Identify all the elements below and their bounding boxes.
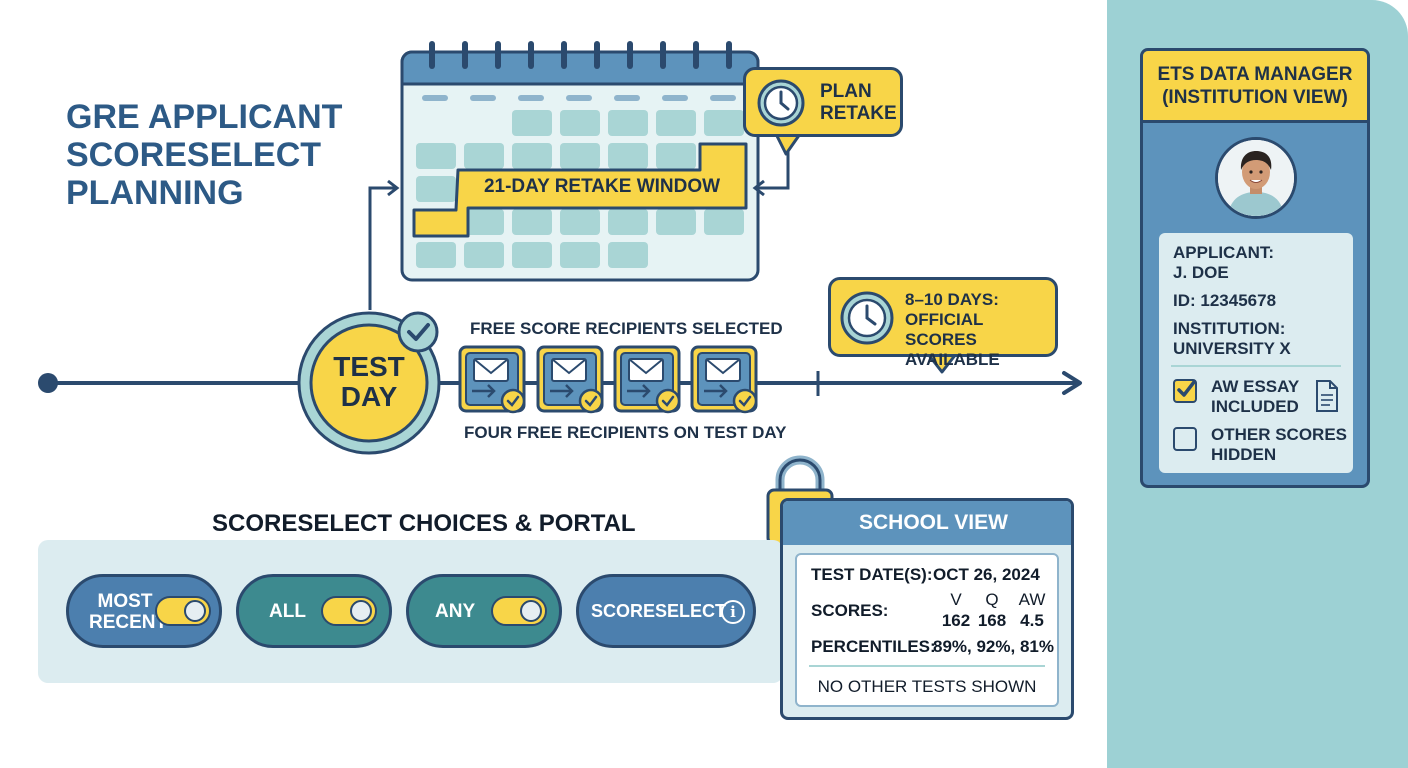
retake-arrowhead (752, 179, 765, 197)
option-scoreselect[interactable]: SCORESELECT i (576, 574, 756, 648)
option-most-recent-line-1: MOST (97, 591, 153, 612)
retake-connector (756, 150, 790, 190)
toggle-knob (184, 600, 206, 622)
percentiles-label: PERCENTILES: (811, 637, 936, 656)
ets-data-manager-card: ETS DATA MANAGER (INSTITUTION VIEW) APPL… (1140, 48, 1370, 488)
title-line-2: SCORESELECT (66, 136, 322, 174)
plan-callout-line-2: RETAKE (820, 103, 897, 124)
timeline-start-dot (38, 373, 58, 393)
plan-callout-tail (774, 132, 802, 156)
school-view-header: SCHOOL VIEW (783, 501, 1071, 545)
document-icon (1316, 380, 1338, 412)
aw-essay-line-2: INCLUDED (1211, 397, 1299, 416)
retake-window-label: 21-DAY RETAKE WINDOW (483, 176, 721, 197)
school-view-card: SCHOOL VIEW TEST DATE(S): OCT 26, 2024 S… (780, 498, 1074, 720)
toggle-knob (520, 600, 542, 622)
ets-header-line-1: ETS DATA MANAGER (1157, 64, 1353, 85)
test-day-line-1: TEST (333, 351, 405, 382)
calendar-icon (400, 41, 760, 282)
ets-card-header: ETS DATA MANAGER (INSTITUTION VIEW) (1143, 51, 1367, 123)
institution-label: INSTITUTION: (1173, 319, 1286, 338)
applicant-label: APPLICANT: (1173, 243, 1275, 262)
most-recent-toggle[interactable] (155, 596, 211, 626)
connector-arrowhead (387, 179, 400, 197)
choices-title: SCORESELECT CHOICES & PORTAL (212, 510, 636, 537)
clock-icon (840, 291, 894, 345)
envelope-icon (536, 345, 604, 414)
recipient-envelopes (458, 345, 758, 414)
days-callout-line-1: 8–10 DAYS: (905, 290, 999, 309)
school-view-title: SCHOOL VIEW (859, 511, 1008, 534)
all-toggle[interactable] (321, 596, 377, 626)
free-recipients-selected-label: FREE SCORE RECIPIENTS SELECTED (470, 319, 783, 338)
option-any-label: ANY (435, 601, 476, 622)
envelope-icon (458, 345, 526, 414)
applicant-id: ID: 12345678 (1173, 291, 1277, 310)
applicant-photo (1218, 140, 1294, 216)
checkmark-icon (1177, 380, 1196, 397)
plan-retake-callout: PLAN RETAKE (743, 67, 903, 137)
scores-label: SCORES: (811, 601, 889, 620)
info-icon[interactable]: i (721, 600, 745, 624)
school-view-divider (809, 665, 1045, 667)
option-all[interactable]: ALL (236, 574, 392, 648)
applicant-details: APPLICANT: J. DOE ID: 12345678 INSTITUTI… (1159, 233, 1353, 473)
other-scores-checkbox[interactable] (1173, 427, 1197, 451)
page-title: GRE APPLICANT SCORESELECT PLANNING (66, 98, 386, 212)
other-scores-label: OTHER SCORES HIDDEN (1211, 425, 1347, 465)
retake-window-band (412, 142, 748, 238)
aw-essay-line-1: AW ESSAY (1211, 377, 1300, 396)
aw-essay-label: AW ESSAY INCLUDED (1211, 377, 1299, 417)
avatar (1215, 137, 1297, 219)
applicant-value: J. DOE (1173, 263, 1229, 282)
clock-icon (757, 79, 805, 127)
test-day-marker (297, 311, 441, 455)
four-free-recipients-label: FOUR FREE RECIPIENTS ON TEST DAY (464, 423, 787, 442)
timeline-arrowhead (1062, 371, 1082, 395)
option-most-recent-line-2: RECENT (89, 612, 168, 633)
other-scores-line-1: OTHER SCORES (1211, 425, 1348, 444)
envelope-icon (613, 345, 681, 414)
plan-callout-line-1: PLAN (820, 81, 872, 102)
title-line-3: PLANNING (66, 174, 244, 212)
score-value-aw: 4.5 (1020, 611, 1044, 630)
aw-essay-checkbox[interactable] (1173, 379, 1197, 403)
check-badge-icon (397, 311, 439, 353)
percentiles-value: 89%, 92%, 81% (933, 637, 1054, 656)
score-header-v: V (950, 590, 962, 609)
days-callout-line-3: AVAILABLE (905, 350, 1000, 369)
school-view-body: TEST DATE(S): OCT 26, 2024 SCORES: V Q A… (795, 553, 1059, 707)
test-dates-label: TEST DATE(S): (811, 565, 933, 584)
toggle-knob (350, 600, 372, 622)
envelope-icon (690, 345, 758, 414)
title-line-1: GRE APPLICANT (66, 98, 343, 136)
institution-value: UNIVERSITY X (1173, 339, 1291, 358)
option-all-label: ALL (269, 601, 306, 622)
option-any[interactable]: ANY (406, 574, 562, 648)
test-day-label: TEST DAY (312, 352, 426, 412)
no-other-tests-note: NO OTHER TESTS SHOWN (817, 677, 1037, 696)
test-day-line-2: DAY (340, 381, 398, 412)
test-day-connector (368, 186, 396, 310)
score-header-aw: AW (1018, 590, 1046, 609)
option-most-recent[interactable]: MOST RECENT (66, 574, 222, 648)
any-toggle[interactable] (491, 596, 547, 626)
score-header-q: Q (985, 590, 999, 609)
score-value-v: 162 (941, 611, 971, 630)
option-scoreselect-label: SCORESELECT (591, 601, 727, 621)
test-dates-value: OCT 26, 2024 (933, 565, 1040, 584)
score-value-q: 168 (977, 611, 1007, 630)
diagram-graphics (38, 41, 1082, 546)
other-scores-line-2: HIDDEN (1211, 445, 1277, 464)
days-callout-line-2: OFFICIAL SCORES (905, 310, 984, 349)
scores-available-callout: 8–10 DAYS: OFFICIAL SCORES AVAILABLE (828, 277, 1058, 369)
ets-header-line-2: (INSTITUTION VIEW) (1162, 87, 1348, 108)
details-divider (1171, 365, 1341, 367)
